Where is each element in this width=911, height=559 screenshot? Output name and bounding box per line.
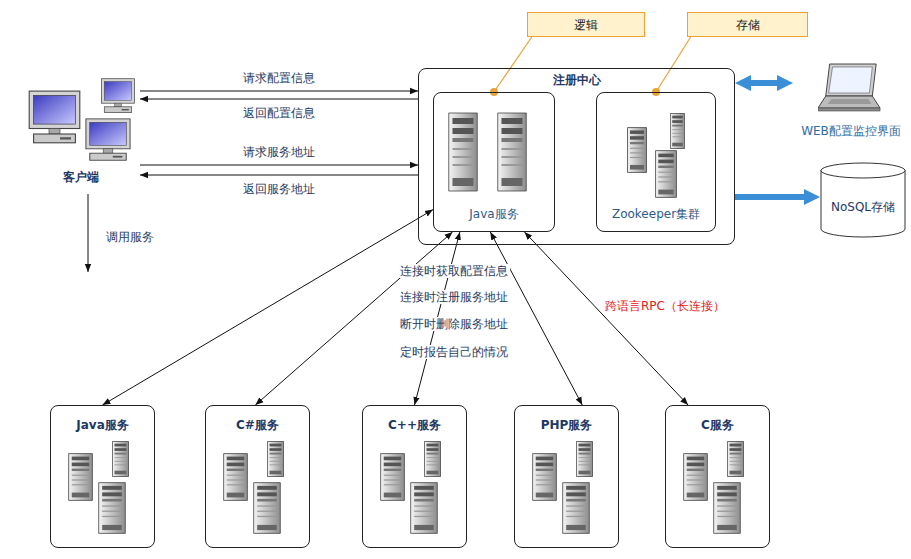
server-group-box: Java服务: [433, 92, 555, 232]
arrow-connector: [735, 194, 808, 200]
node-label: Java服务: [469, 207, 518, 221]
web-console: WEB配置监控界面: [793, 60, 909, 140]
cluster-box: Zookeeper集群: [596, 92, 716, 232]
rpc-note: 跨语言RPC（长连接）: [603, 299, 727, 313]
node-label: 存储: [736, 18, 760, 32]
note-label: 定时报告自己的情况: [398, 345, 510, 359]
service-box: C++服务: [362, 405, 467, 548]
callout-box: 存储: [687, 12, 808, 37]
node-label: Java服务: [76, 418, 128, 432]
node-label: Zookeeper集群: [612, 207, 700, 221]
arrow-connector: [747, 80, 781, 86]
arrow-connector: [140, 165, 418, 166]
registry-box: 注册中心 Java服务 Zookeeper集群: [418, 68, 735, 245]
call-label: 调用服务: [104, 230, 156, 244]
note-label: 连接时注册服务地址: [398, 290, 510, 304]
node-label: C服务: [701, 418, 734, 432]
leader-line: [656, 37, 691, 92]
node-label: 注册中心: [553, 73, 601, 87]
node-label: 逻辑: [574, 18, 598, 32]
cylinder-top: [821, 163, 905, 178]
arrow-connector: [525, 232, 689, 405]
service-box: Java服务: [50, 405, 155, 548]
database-cylinder: NoSQL存储: [820, 162, 906, 238]
node-label: C++服务: [388, 418, 441, 432]
node-label: WEB配置监控界面: [801, 124, 901, 138]
edge-label: 请求服务地址: [241, 145, 317, 159]
node-label: C#服务: [236, 418, 279, 432]
client-group: 客户端: [22, 78, 140, 186]
leader-line: [494, 37, 532, 92]
service-box: PHP服务: [514, 405, 619, 548]
service-box: C#服务: [205, 405, 310, 548]
arrow-connector: [140, 91, 418, 92]
arrow-connector: [103, 210, 434, 405]
node-label: PHP服务: [541, 418, 593, 432]
node-label: NoSQL存储: [831, 200, 895, 214]
callout-box: 逻辑: [527, 12, 645, 37]
service-box: C服务: [665, 405, 770, 548]
edge-label: 请求配置信息: [241, 71, 317, 85]
edge-label: 返回服务地址: [241, 182, 317, 196]
edge-label: 返回配置信息: [241, 106, 317, 120]
cylinder-body: [821, 170, 905, 237]
note-label: 连接时获取配置信息: [398, 264, 510, 278]
arrow-connector: [140, 175, 418, 176]
node-label: 客户端: [63, 170, 99, 184]
note-label: 断开时删除服务地址: [398, 317, 510, 331]
arrow-connector: [140, 99, 418, 100]
